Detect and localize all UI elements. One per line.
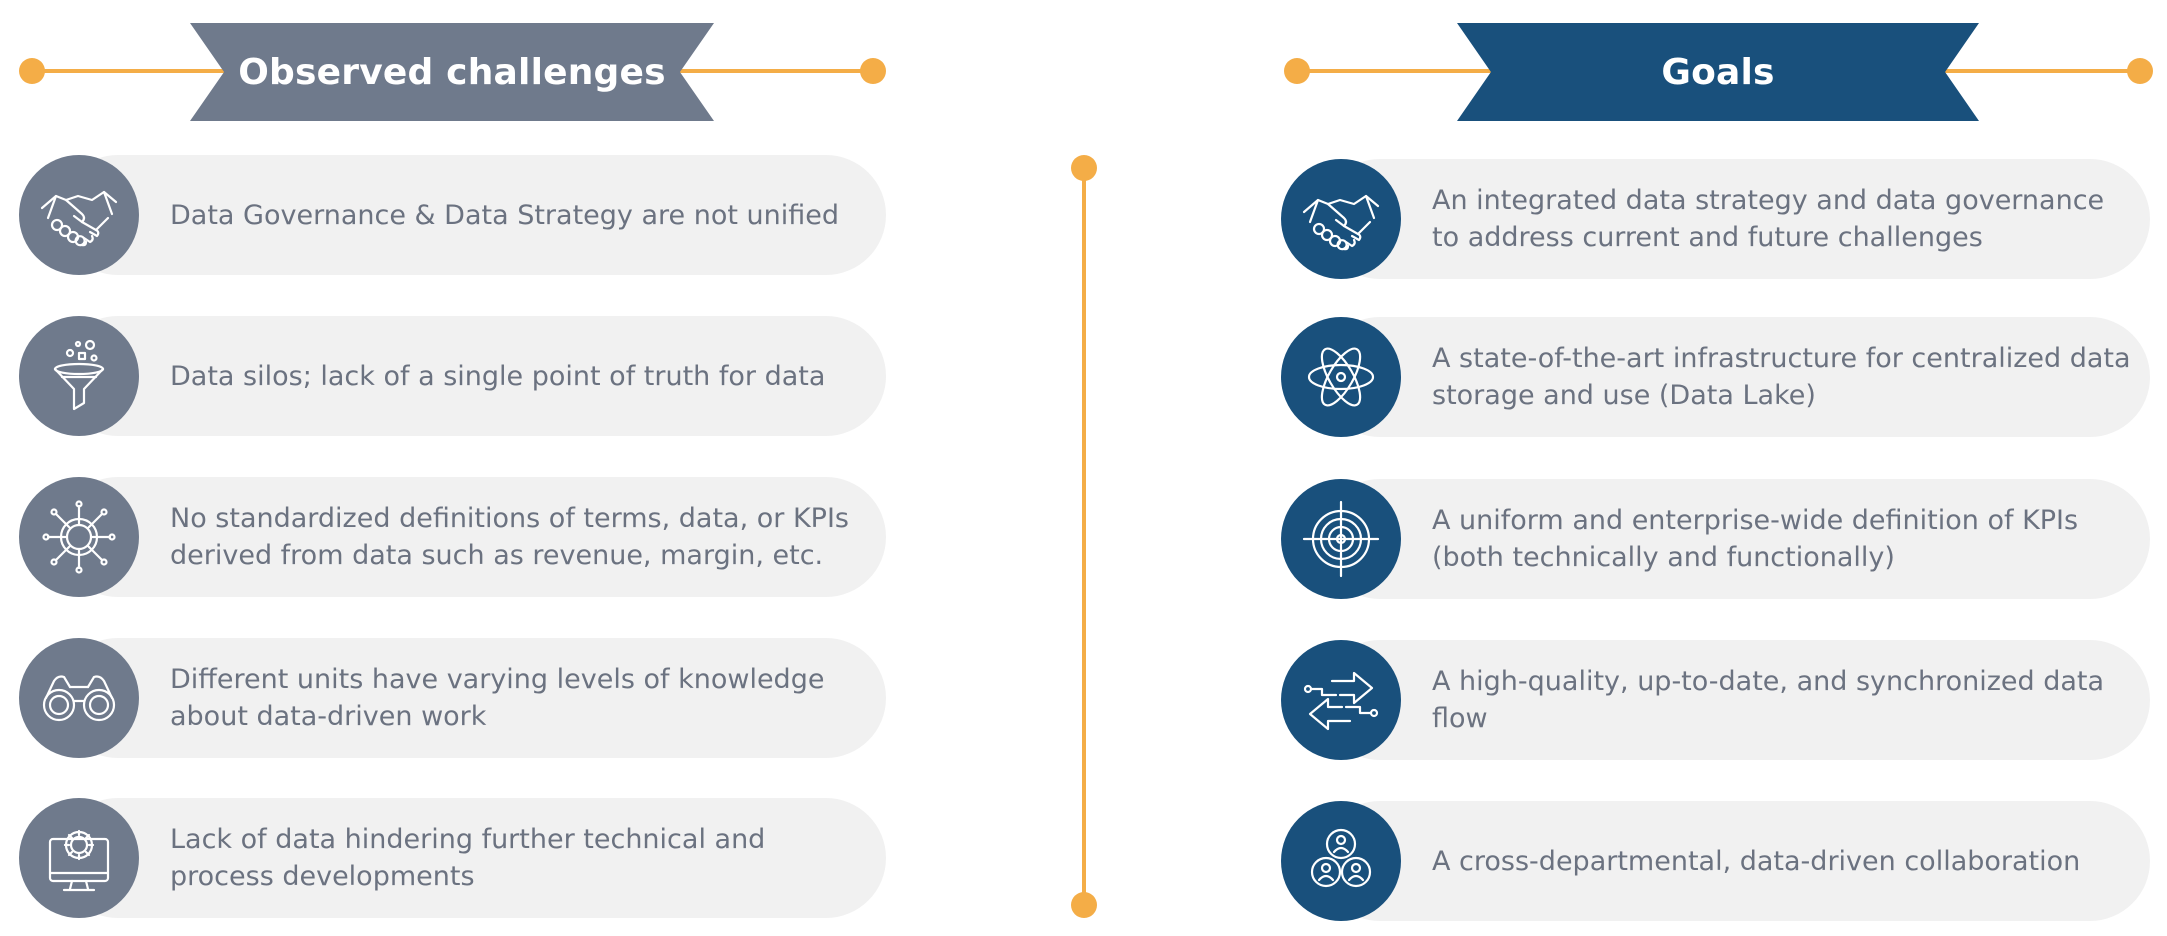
goal-icon-circle-1 [1281,159,1401,279]
center-divider-line [1082,167,1086,905]
challenge-text-5: Lack of data hindering further technical… [170,824,766,892]
collaboration-icon [1310,828,1372,888]
challenge-row-5 [58,798,886,918]
challenge-text-2: Data silos; lack of a single point of tr… [170,360,826,392]
center-divider-dot-top [1071,155,1097,181]
challenge-icon-circle-3 [19,477,139,597]
challenge-row-4 [58,638,886,758]
left-header-dot-start [19,58,45,84]
goal-text-4: A high-quality, up-to-date, and synchron… [1432,666,2105,734]
monitor-gear-icon [48,829,110,892]
challenge-text-3: No standardized definitions of terms, da… [170,503,849,571]
goal-row-3 [1320,479,2150,599]
right-header-dot-end [2127,58,2153,84]
target-icon [1302,500,1380,578]
challenge-row-2 [58,316,886,436]
left-title: Observed challenges [238,51,666,93]
goal-text-5: A cross-departmental, data-driven collab… [1432,845,2081,877]
center-divider-dot-bottom [1071,892,1097,918]
handshake-icon [40,190,118,247]
challenge-icon-circle-5 [19,798,139,918]
goal-text-2: A state-of-the-art infrastructure for ce… [1432,343,2131,411]
challenge-icon-circle-2 [19,316,139,436]
right-title: Goals [1661,51,1775,93]
challenge-row-1 [58,155,886,275]
goal-icon-circle-5 [1281,801,1401,921]
left-title-banner: Observed challenges [190,23,714,121]
goal-text-3: A uniform and enterprise-wide definition… [1432,505,2079,573]
challenge-text-4: Different units have varying levels of k… [170,664,825,732]
funnel-icon [53,339,105,411]
right-title-banner: Goals [1457,23,1979,121]
goal-row-5 [1320,801,2150,921]
goal-row-2 [1320,317,2150,437]
data-flow-arrows-icon [1303,671,1379,731]
handshake-icon [1302,194,1380,251]
left-header-dot-end [860,58,886,84]
goal-icon-circle-4 [1281,640,1401,760]
challenge-text-1: Data Governance & Data Strategy are not … [170,199,840,231]
goal-text-1: An integrated data strategy and data gov… [1432,185,2105,253]
goal-row-1 [1320,159,2150,279]
goal-icon-circle-2 [1281,317,1401,437]
atom-icon [1307,347,1375,407]
goal-row-4 [1320,640,2150,760]
goal-icon-circle-3 [1281,479,1401,599]
challenge-icon-circle-1 [19,155,139,275]
challenge-icon-circle-4 [19,638,139,758]
right-header-dot-start [1284,58,1310,84]
binoculars-icon [42,675,116,722]
challenge-row-3 [58,477,886,597]
gear-circuit-icon [42,500,116,574]
